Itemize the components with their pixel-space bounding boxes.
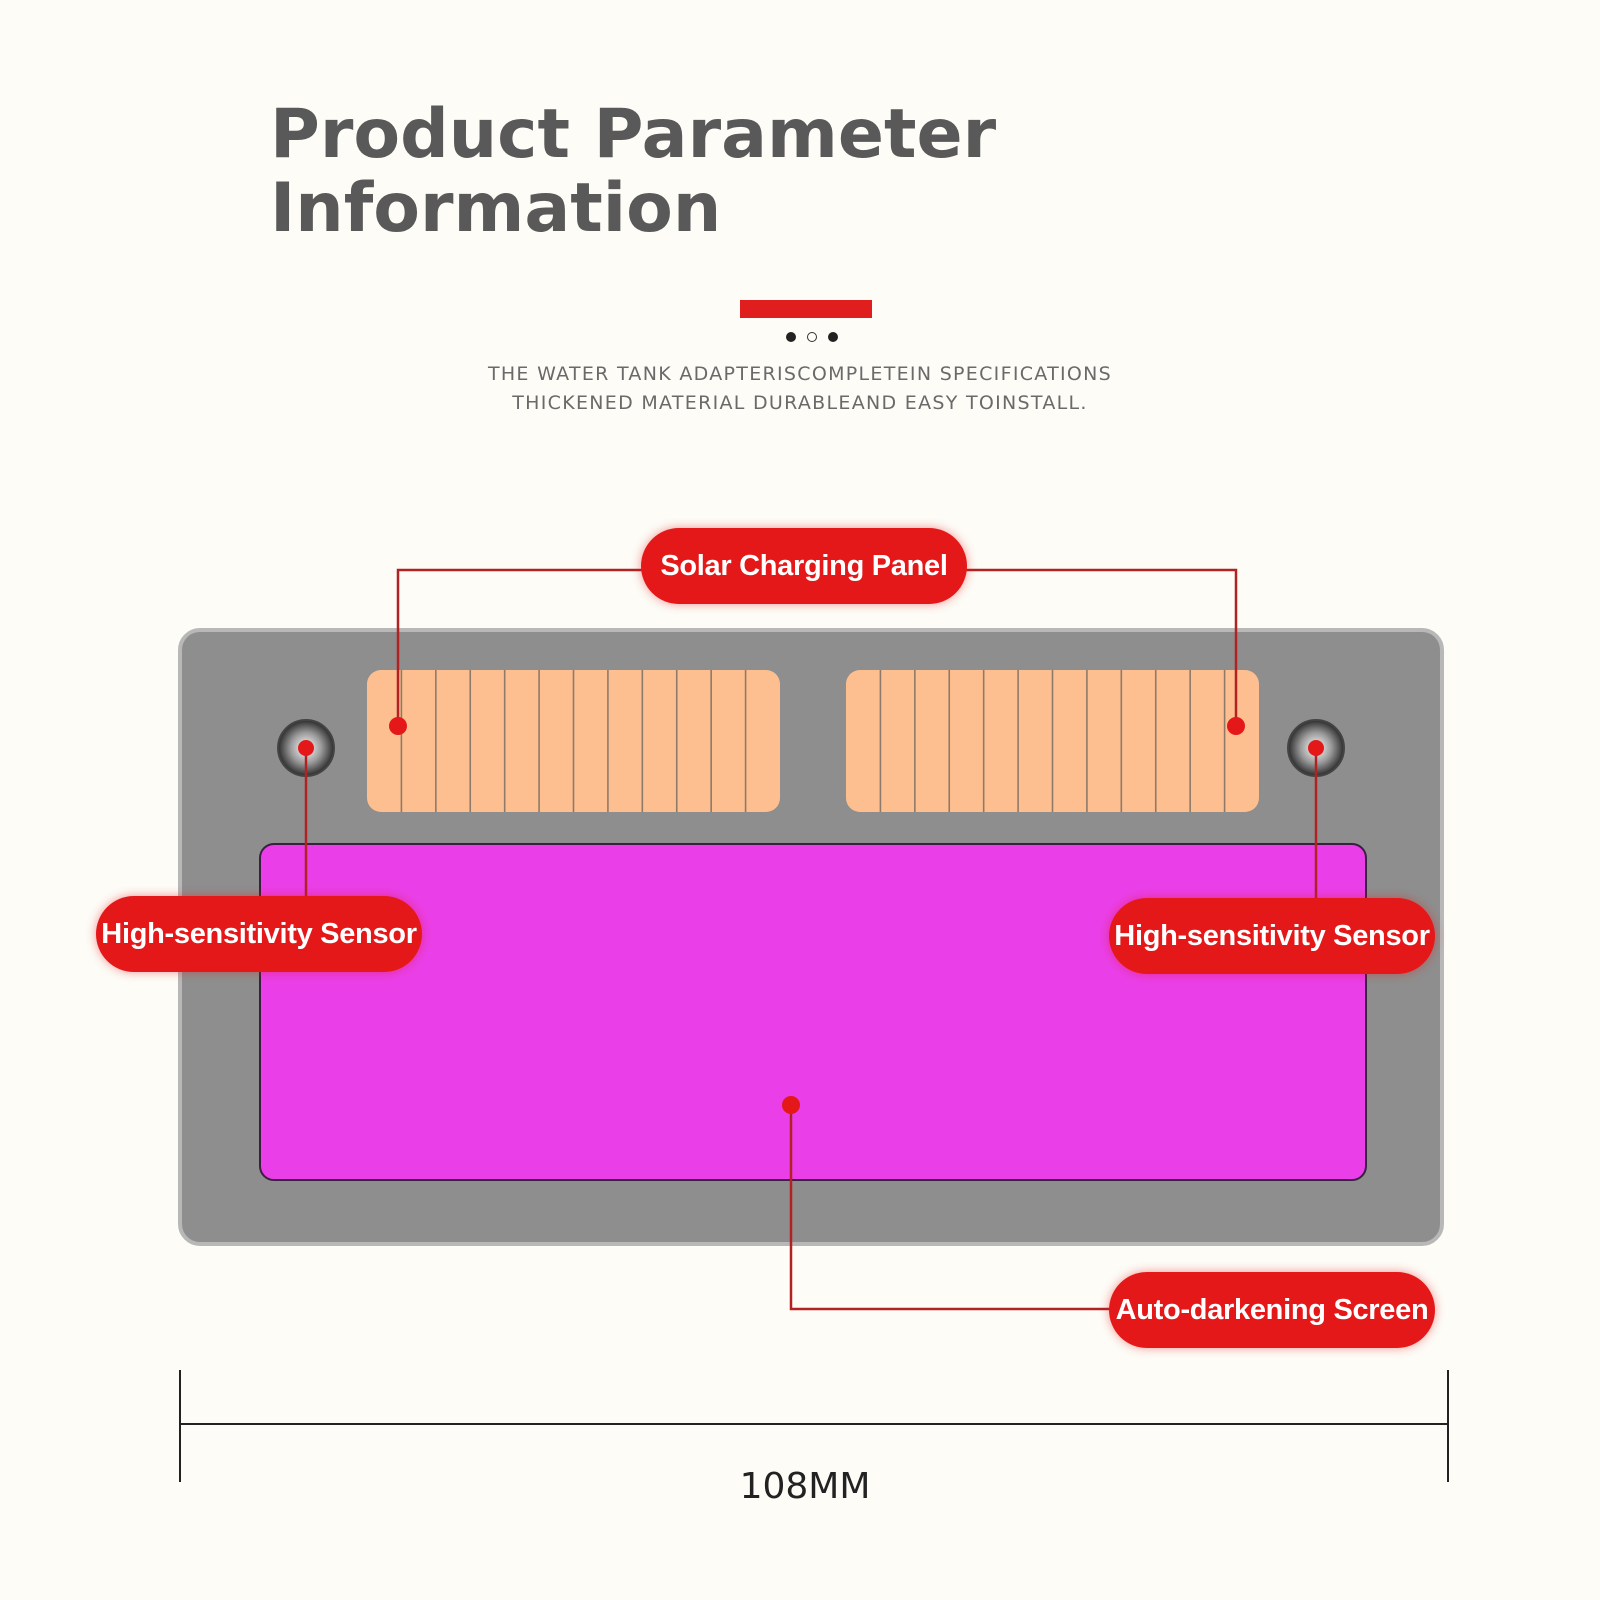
marker-solar-right (1227, 717, 1245, 735)
accent-bar (740, 300, 872, 318)
leader-solar-left (396, 568, 650, 726)
marker-sensor-left (298, 740, 314, 756)
callout-screen: Auto-darkening Screen (1109, 1272, 1435, 1348)
dot-filled (786, 332, 796, 342)
subtitle-line-1: THE WATER TANK ADAPTERISCOMPLETEIN SPECI… (487, 363, 1113, 385)
solar-panel-right (846, 670, 1259, 812)
title-line-2: Information (270, 169, 722, 248)
dot-hollow (807, 332, 817, 342)
subtitle: THE WATER TANK ADAPTERISCOMPLETEIN SPECI… (400, 360, 1200, 418)
callout-solar-panel: Solar Charging Panel (641, 528, 967, 604)
leader-screen (789, 1105, 1112, 1311)
subtitle-line-2: THICKENED MATERIAL DURABLEAND EASY TOINS… (512, 392, 1088, 414)
dimension-label: 108MM (739, 1466, 871, 1507)
leader-solar-right (966, 568, 1238, 726)
title-line-1: Product Parameter (270, 95, 997, 174)
marker-sensor-right (1308, 740, 1324, 756)
dimension-line (179, 1370, 1449, 1482)
marker-solar-left (389, 717, 407, 735)
callout-sensor-right: High-sensitivity Sensor (1109, 898, 1435, 974)
page-title: Product Parameter Information (270, 98, 996, 246)
darkening-screen (259, 843, 1367, 1181)
marker-screen (782, 1096, 800, 1114)
solar-panel-left (367, 670, 780, 812)
pagination-dots (786, 332, 838, 342)
dot-filled (828, 332, 838, 342)
callout-sensor-left: High-sensitivity Sensor (96, 896, 422, 972)
